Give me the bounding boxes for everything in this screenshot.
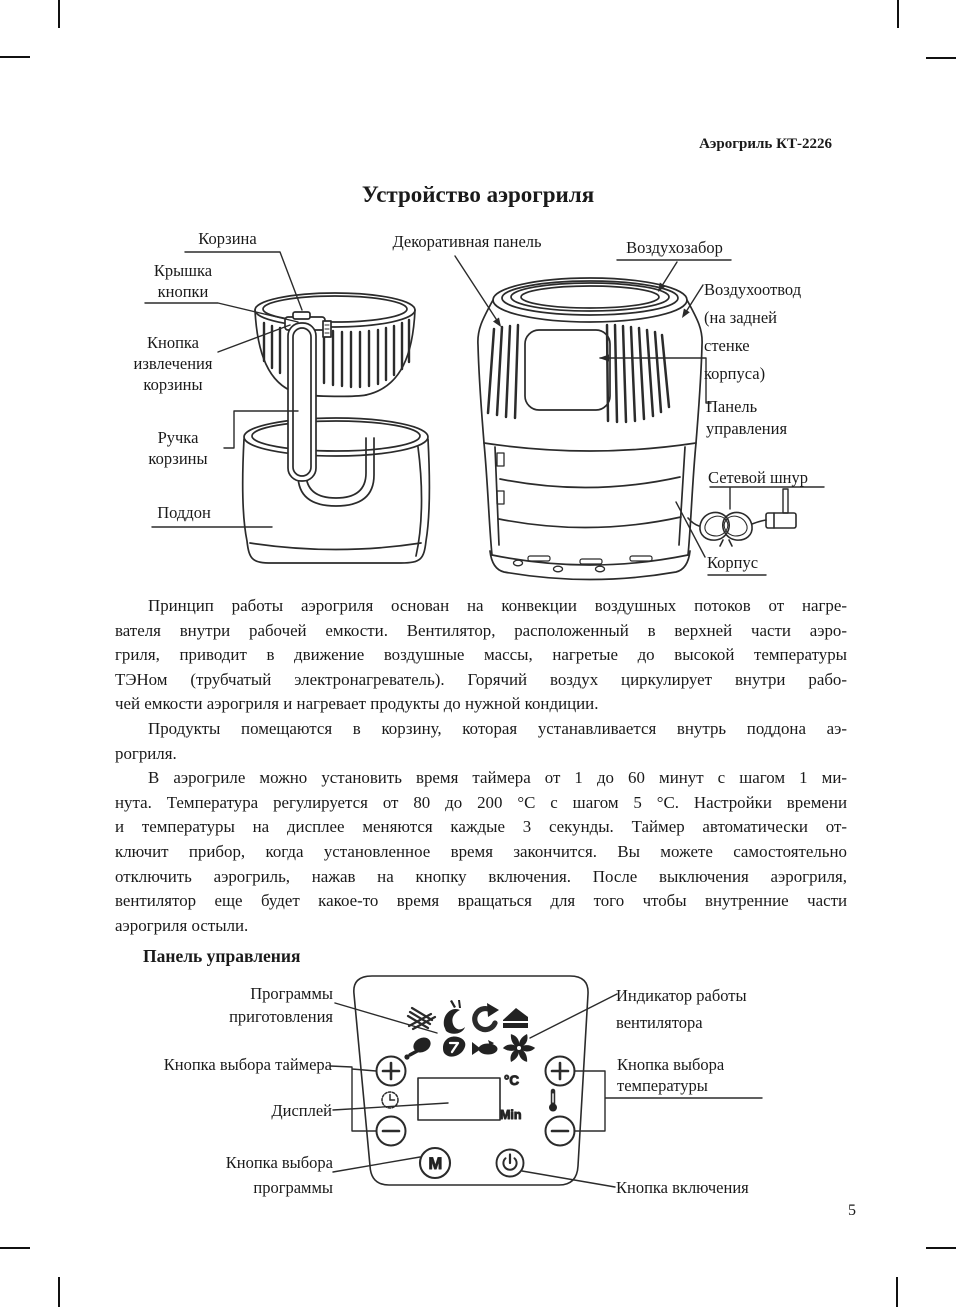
power-cord-illustration xyxy=(687,488,797,547)
label-tray: Поддон xyxy=(157,503,211,522)
body-line: рогриля. xyxy=(115,743,177,763)
temp-minus-button xyxy=(544,1115,576,1147)
label-basket-handle: Ручка корзины xyxy=(148,428,208,468)
page-title: Устройство аэрогриля xyxy=(361,182,595,207)
basket-handle-illustration xyxy=(284,311,332,482)
page-number: 5 xyxy=(848,1202,856,1219)
label-basket-release-button: Кнопка извлечения корзины xyxy=(133,333,213,394)
mode-button-label: M xyxy=(429,1155,443,1173)
control-panel-diagram: °C Min M xyxy=(329,975,763,1188)
steak-icon xyxy=(443,1036,466,1057)
display xyxy=(417,1077,501,1121)
fish-icon xyxy=(472,1040,498,1055)
body-line: вентилятор еще будет какое-то время вращ… xyxy=(115,891,847,911)
temp-plus-button xyxy=(544,1055,576,1087)
body-line: Продукты помещаются в корзину, которая у… xyxy=(148,718,847,738)
body-line: Принцип работы аэрогриля основан на конв… xyxy=(148,596,847,615)
label-air-outlet: Воздухоотвод (на задней стенке корпуса) xyxy=(704,280,802,383)
crop-mark xyxy=(0,1247,30,1249)
thermometer-icon xyxy=(549,1088,557,1112)
crop-mark xyxy=(0,56,30,58)
label-basket: Корзина xyxy=(198,229,257,248)
label-temperature-button: Кнопка выбора температуры xyxy=(617,1055,725,1095)
defrost-icon xyxy=(472,1003,499,1033)
label-button-cover: Крышка кнопки xyxy=(153,261,213,301)
label-program-button: Кнопка выбора программы xyxy=(225,1153,333,1197)
page-header: Аэрогриль КТ-2226 xyxy=(699,136,832,152)
label-control-panel: Панель управления xyxy=(706,397,788,438)
label-power-cord: Сетевой шнур xyxy=(708,468,808,487)
min-label: Min xyxy=(500,1108,522,1122)
leader-arrowheads xyxy=(493,282,690,362)
label-timer-button: Кнопка выбора таймера xyxy=(163,1055,332,1074)
clock-icon xyxy=(381,1091,399,1109)
crop-mark xyxy=(926,57,956,59)
body-line: аэрогриля остыли. xyxy=(115,915,249,935)
fan-icon xyxy=(502,1034,536,1062)
leader-lines xyxy=(144,251,825,576)
body-line: чей емкости аэрогриля и нагревает продук… xyxy=(115,694,599,714)
device-diagram xyxy=(144,251,825,581)
timer-minus-button xyxy=(375,1115,407,1147)
panel-leader-lines xyxy=(329,993,763,1188)
timer-plus-button xyxy=(375,1055,407,1087)
label-body: Корпус xyxy=(707,553,759,572)
basket-illustration xyxy=(254,292,416,398)
body-line: гриля, приводит в движение воздушные мас… xyxy=(115,645,847,665)
label-display: Дисплей xyxy=(271,1101,332,1120)
body-text: Принцип работы аэрогриля основан на конв… xyxy=(115,594,847,938)
label-decorative-panel: Декоративная панель xyxy=(392,232,542,251)
crop-mark xyxy=(58,0,60,28)
celsius-label: °C xyxy=(504,1073,519,1088)
body-line: вателя внутри рабочей емкости. Вентилято… xyxy=(115,620,847,640)
drumstick-icon xyxy=(404,1037,431,1060)
body-line: ТЭНом (трубчатый электронагреватель). Го… xyxy=(115,669,847,689)
crop-mark xyxy=(897,0,899,28)
label-cooking-programs: Программы приготовления xyxy=(229,984,333,1026)
crop-mark xyxy=(926,1247,956,1249)
body-line: и температуры на дисплее меняются каждые… xyxy=(115,817,847,837)
body-line: отключить аэрогриль, нажав на кнопку вкл… xyxy=(115,866,847,886)
tray-illustration xyxy=(241,417,431,564)
basket-slats xyxy=(262,318,411,389)
body-line: ключит прибор, когда установленное время… xyxy=(115,841,847,861)
label-air-intake: Воздухозабор xyxy=(626,238,723,257)
decorative-slats xyxy=(486,323,671,424)
crop-mark xyxy=(58,1277,60,1307)
body-line: нута. Температура регулируется от 80 до … xyxy=(115,792,847,812)
section-heading: Панель управления xyxy=(143,946,301,966)
label-fan-indicator: Индикатор работы вентилятора xyxy=(616,986,747,1032)
cake-icon xyxy=(502,1008,529,1028)
crop-mark xyxy=(896,1277,898,1307)
body-line: В аэрогриле можно установить время тайме… xyxy=(148,768,847,788)
assembled-unit-illustration xyxy=(477,277,703,581)
label-power-button: Кнопка включения xyxy=(616,1178,749,1197)
panel-outline xyxy=(353,975,589,1186)
shrimp-icon xyxy=(443,1000,465,1034)
plug-illustration xyxy=(765,512,797,529)
m-icon xyxy=(418,1146,452,1180)
power-icon xyxy=(495,1148,525,1178)
fries-icon xyxy=(406,1006,437,1031)
control-panel-window xyxy=(524,329,611,411)
